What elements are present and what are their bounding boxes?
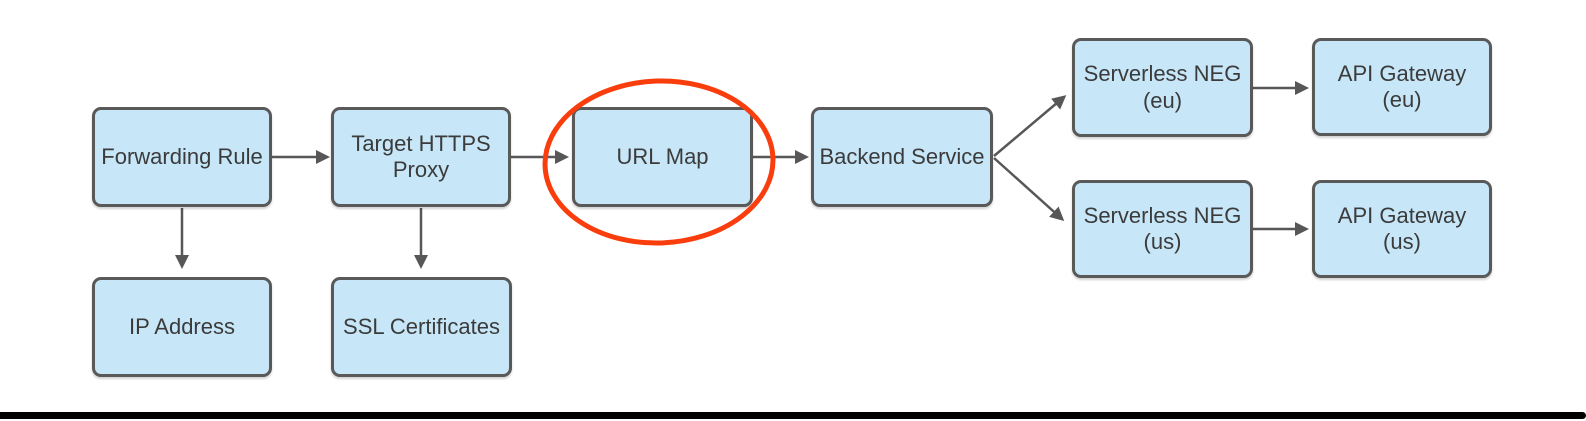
node-forwarding-rule-label: Forwarding Rule bbox=[101, 143, 263, 169]
node-backend-service-label: Backend Service bbox=[819, 143, 985, 169]
node-ssl-certificates-label: SSL Certificates bbox=[343, 313, 500, 339]
node-ip-address[interactable]: IP Address bbox=[92, 277, 272, 377]
node-url-map[interactable]: URL Map bbox=[572, 107, 753, 207]
node-serverless-neg-us[interactable]: Serverless NEG (us) bbox=[1072, 180, 1253, 278]
node-ip-address-label: IP Address bbox=[129, 313, 235, 339]
node-api-gateway-eu-label: API Gateway (eu) bbox=[1337, 60, 1467, 112]
node-backend-service[interactable]: Backend Service bbox=[811, 107, 993, 207]
edge-backend-service-to-serverless-neg-us bbox=[993, 157, 1065, 222]
node-forwarding-rule[interactable]: Forwarding Rule bbox=[92, 107, 272, 207]
node-api-gateway-us[interactable]: API Gateway (us) bbox=[1312, 180, 1492, 278]
node-serverless-neg-eu[interactable]: Serverless NEG (eu) bbox=[1072, 38, 1253, 137]
node-target-https-proxy-label: Target HTTPS Proxy bbox=[351, 130, 491, 182]
node-ssl-certificates[interactable]: SSL Certificates bbox=[331, 277, 512, 377]
edge-backend-service-to-serverless-neg-eu bbox=[993, 95, 1067, 157]
node-api-gateway-eu[interactable]: API Gateway (eu) bbox=[1312, 38, 1492, 136]
node-target-https-proxy[interactable]: Target HTTPS Proxy bbox=[331, 107, 511, 207]
window-bottom-edge bbox=[0, 412, 1586, 419]
node-api-gateway-us-label: API Gateway (us) bbox=[1337, 202, 1467, 254]
node-serverless-neg-us-label: Serverless NEG (us) bbox=[1083, 202, 1242, 254]
node-serverless-neg-eu-label: Serverless NEG (eu) bbox=[1083, 61, 1242, 113]
node-url-map-label: URL Map bbox=[616, 143, 709, 169]
